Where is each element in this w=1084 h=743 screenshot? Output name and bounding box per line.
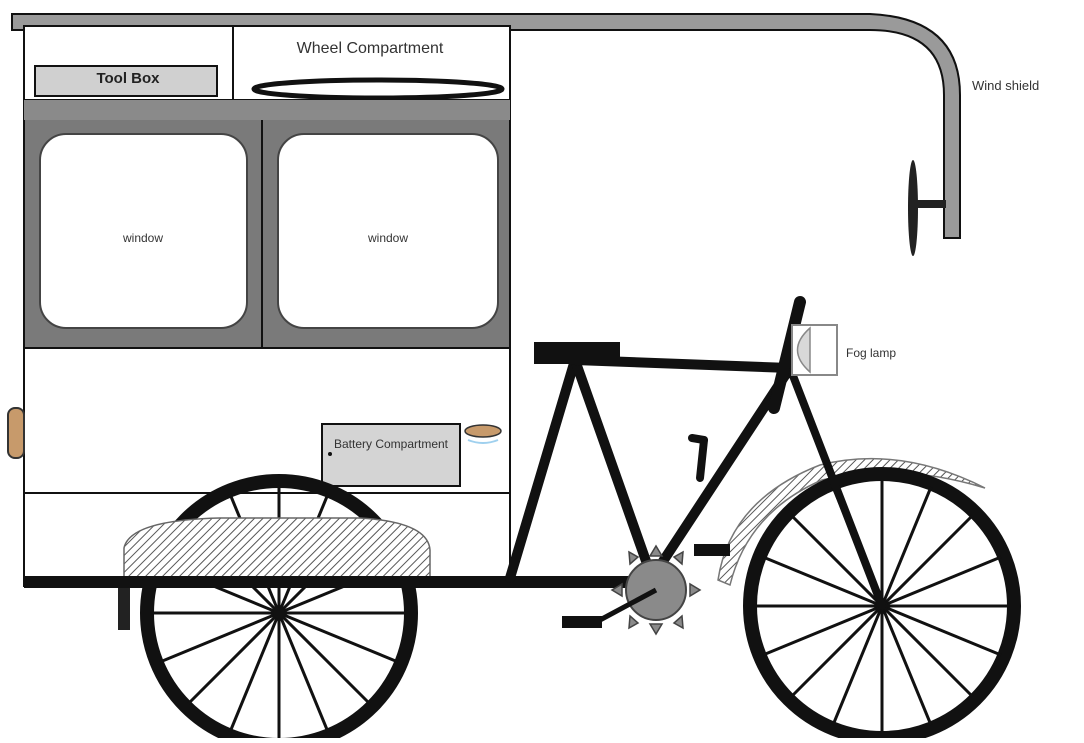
battery-compartment bbox=[322, 424, 460, 486]
window-right-label: window bbox=[279, 231, 497, 245]
chassis-bar bbox=[24, 576, 672, 588]
rear-mudguard bbox=[124, 518, 430, 578]
window-left-label: window bbox=[40, 231, 246, 245]
windshield-mount bbox=[916, 200, 946, 208]
windshield-mirror bbox=[908, 160, 918, 256]
wheel-compartment-label: Wheel Compartment bbox=[234, 40, 506, 58]
door-handle bbox=[465, 425, 501, 437]
rear-strut bbox=[118, 582, 130, 630]
battery-compartment-label: Battery Compartment bbox=[322, 436, 460, 453]
pedal-left bbox=[562, 616, 602, 628]
fog-lamp-label: Fog lamp bbox=[846, 346, 896, 360]
pedal-right bbox=[694, 544, 730, 556]
window-frame-top bbox=[24, 100, 510, 120]
wind-shield-label: Wind shield bbox=[972, 78, 1039, 93]
tool-box-label: Tool Box bbox=[38, 70, 218, 87]
rear-handle bbox=[8, 408, 24, 458]
bicycle-seat bbox=[534, 342, 620, 364]
spare-wheel bbox=[254, 80, 502, 98]
